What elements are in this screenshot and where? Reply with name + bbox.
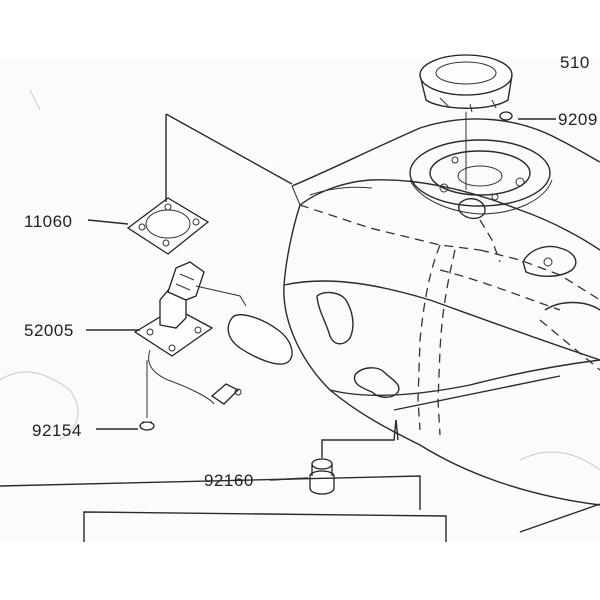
label-52005: 52005 (24, 321, 74, 340)
gasket-11060 (126, 197, 210, 255)
background-marks (0, 89, 600, 471)
label-92154: 92154 (32, 421, 82, 440)
grommet-92160 (309, 458, 335, 495)
fuel-tank (283, 118, 600, 506)
label-9209: 9209 (558, 110, 598, 129)
fuel-cap-assembly (419, 54, 513, 190)
screw-92154 (139, 360, 155, 431)
leader-lines (0, 113, 600, 542)
label-92160: 92160 (204, 471, 254, 490)
fuel-pump-52005 (133, 261, 293, 405)
label-11060: 11060 (24, 212, 73, 231)
callout-labels: 11060 52005 92154 92160 9209 510 (24, 53, 598, 490)
parts-sheet (0, 58, 600, 542)
hidden-tubes (299, 204, 600, 436)
label-510: 510 (560, 53, 590, 72)
